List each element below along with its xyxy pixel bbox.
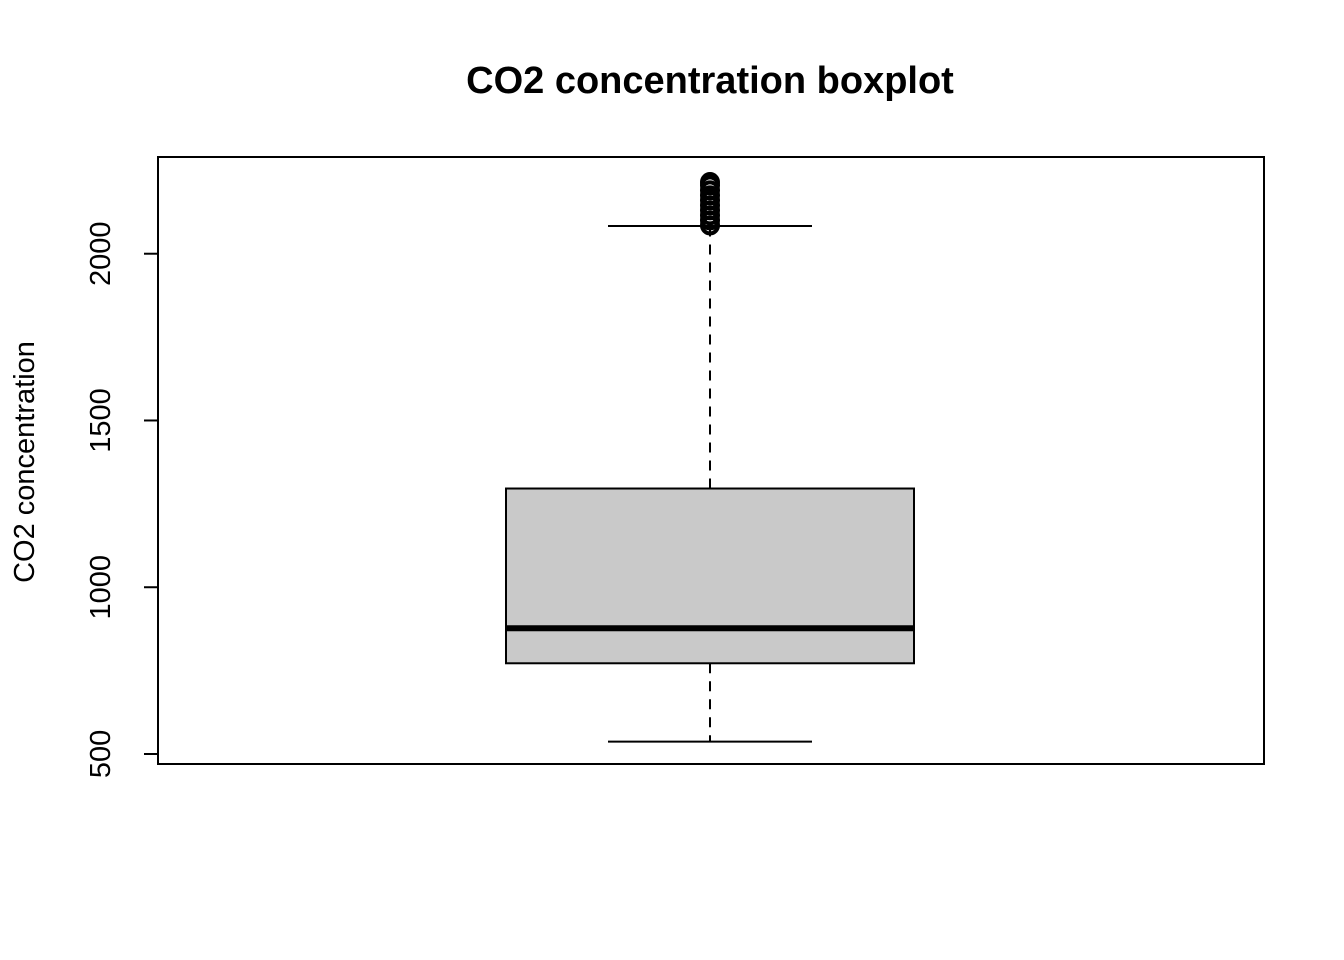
y-axis: 500 1000 1500 2000	[85, 221, 159, 778]
y-tick-label: 1000	[85, 555, 117, 620]
y-axis-label: CO2 concentration	[9, 341, 41, 583]
outlier-group	[700, 172, 720, 236]
chart-title: CO2 concentration boxplot	[466, 60, 954, 102]
iqr-box	[505, 487, 915, 665]
y-tick-label: 1500	[85, 388, 117, 453]
outlier-point	[700, 172, 720, 193]
box-group	[505, 225, 915, 743]
y-tick-label: 500	[85, 730, 117, 778]
y-tick-label: 2000	[85, 221, 117, 286]
